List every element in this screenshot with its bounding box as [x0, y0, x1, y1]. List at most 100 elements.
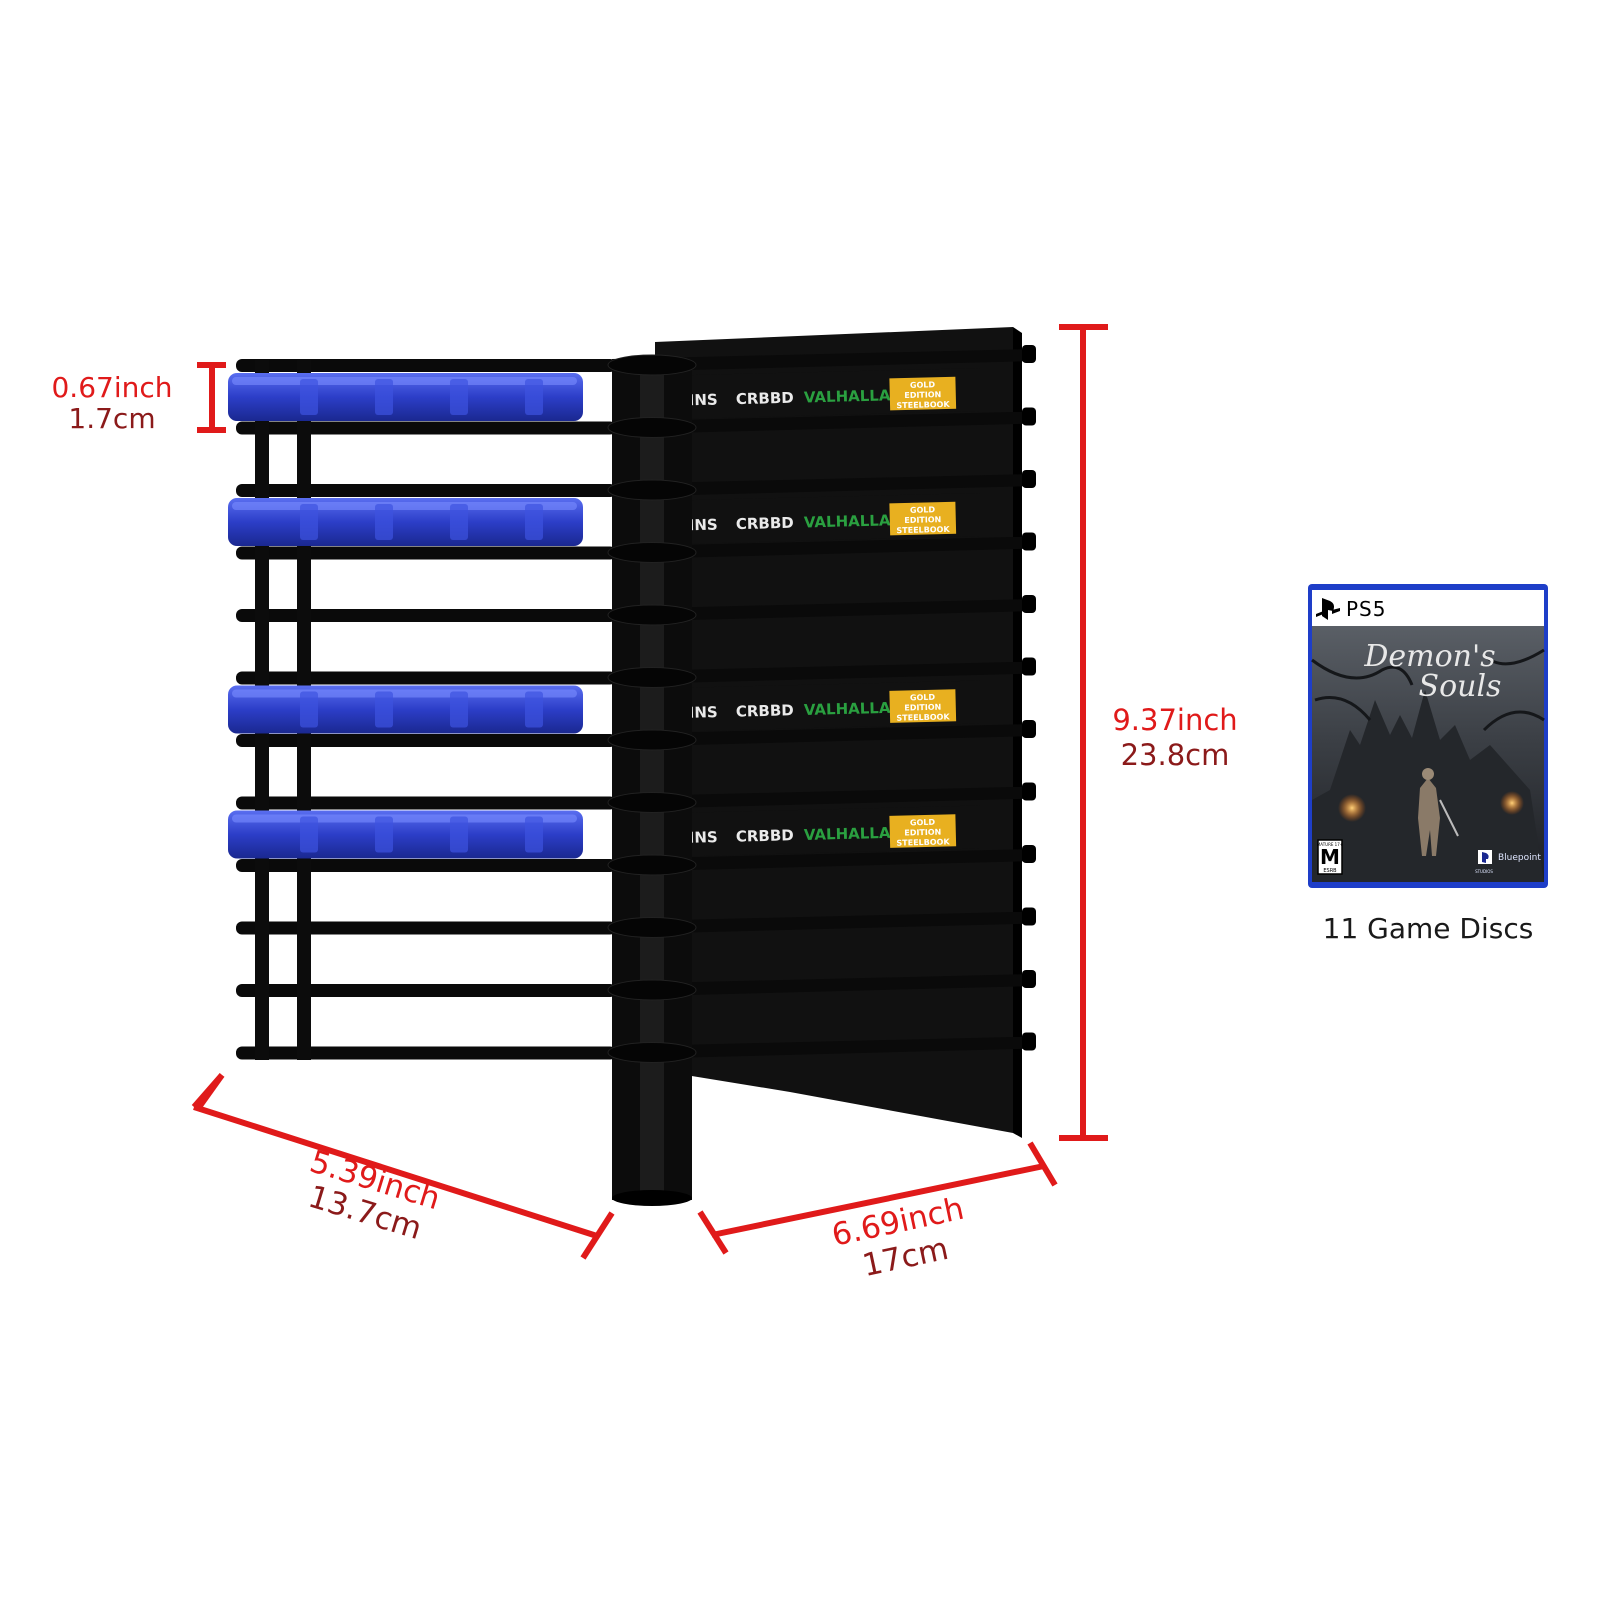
spine-text-d: VALHALLA — [804, 386, 891, 406]
spine-badge — [889, 814, 957, 848]
rack-shelf-tip — [1022, 970, 1036, 988]
slot-height-inch-label: 0.67inch — [51, 371, 172, 404]
case-clip — [450, 691, 468, 728]
case-clip — [525, 691, 543, 728]
rack-shelf-tip — [1022, 595, 1036, 613]
game-case: ASSSINSCRBBDVALHALLAGOLDEDITIONSTEELBOOK — [228, 805, 980, 859]
cover-title-line1: Demon's — [1363, 639, 1495, 674]
height-cm-label: 23.8cm — [1121, 738, 1230, 772]
studio-sub-label: STUDIOS — [1475, 869, 1493, 874]
column-ring — [607, 792, 697, 813]
game-case: ASSSINSCRBBDVALHALLAGOLDEDITIONSTEELBOOK — [228, 368, 980, 421]
case-clip — [375, 816, 393, 853]
spine-text-d: VALHALLA — [804, 824, 891, 844]
rack-shelf-left — [236, 921, 616, 935]
rack-shelf-right — [612, 349, 1035, 372]
rack-shelf-left — [236, 421, 616, 435]
game-cases: ASSSINSCRBBDVALHALLAGOLDEDITIONSTEELBOOK… — [228, 368, 980, 859]
spine-badge — [889, 689, 957, 723]
spine-badge-text: STEELBOOK — [896, 525, 950, 535]
rack-column-rings — [607, 354, 697, 1063]
dimension-line — [697, 1210, 729, 1255]
case-clip — [450, 379, 468, 415]
case-clip — [525, 504, 543, 540]
case-clip — [450, 504, 468, 540]
rack-shelf-tip — [1022, 470, 1036, 488]
column-ring — [607, 667, 697, 688]
rack-shelf-right — [612, 786, 1035, 810]
spine-badge-text: GOLD — [910, 818, 936, 828]
rack-shelf-left — [236, 546, 616, 560]
case-clip — [525, 816, 543, 853]
game-cover: PS5 Demon's Souls M MATURE 17+ ESRB Blue… — [1308, 584, 1548, 888]
case-clip — [300, 691, 318, 728]
cover-title-line2: Souls — [1419, 669, 1502, 704]
case-clip — [525, 379, 543, 415]
spine-badge-text: EDITION — [904, 515, 941, 525]
dimension-line — [194, 1073, 225, 1112]
rack-shelf-left — [236, 484, 616, 497]
column-ring — [607, 417, 697, 438]
torch-fire-right — [1500, 791, 1524, 815]
cover-header — [1312, 590, 1544, 626]
rack-shelf-tip — [1022, 720, 1036, 738]
spine-text-c: CRBBD — [736, 389, 794, 408]
column-ring — [607, 729, 697, 751]
esrb-rating-label: MATURE 17+ — [1317, 842, 1343, 847]
dimension-total-height: 9.37inch 23.8cm — [1059, 324, 1238, 1141]
rack-shelf-right — [612, 536, 1035, 560]
case-clip — [375, 504, 393, 540]
rack-shelf-tip — [1022, 845, 1036, 863]
spine-badge — [889, 501, 957, 536]
rack-shelf-right — [612, 661, 1035, 685]
column-ring — [607, 854, 697, 876]
rack-shelf-right — [612, 599, 1035, 622]
rack-shelf-tip — [1022, 407, 1036, 426]
case-clip — [300, 504, 318, 540]
dimension-line — [1027, 1141, 1058, 1187]
rack-shelf-tip — [1022, 345, 1036, 363]
rack-shelf-right — [612, 411, 1035, 435]
game-case: ASSSINSCRBBDVALHALLAGOLDEDITIONSTEELBOOK — [228, 680, 980, 734]
rack-shelf-tip — [1022, 782, 1036, 801]
dimension-line — [580, 1211, 615, 1260]
dimension-depth: 6.69inch 17cm — [697, 1141, 1058, 1284]
rack-shelf-right — [612, 974, 1035, 997]
column-ring — [607, 479, 697, 501]
rack-shelf-right — [612, 911, 1035, 935]
esrb-rating-letter: M — [1320, 845, 1340, 869]
sony-logo-icon — [1478, 850, 1492, 864]
rack-shelf-right — [612, 474, 1035, 497]
rack-shelf-left — [236, 671, 616, 685]
knight-figure — [1418, 768, 1459, 856]
spine-badge-text: STEELBOOK — [896, 837, 950, 847]
case-highlight — [232, 377, 577, 385]
case-clip — [375, 691, 393, 728]
rack-shelves — [236, 345, 1036, 1060]
case-clip — [300, 379, 318, 415]
dimension-line — [193, 1104, 598, 1239]
column-ring — [607, 917, 697, 938]
column-ring — [607, 354, 697, 376]
torch-fire-left — [1338, 794, 1366, 822]
spine-badge-text: EDITION — [904, 703, 941, 713]
spine-badge-text: STEELBOOK — [896, 712, 950, 722]
rack-shelf-right — [612, 849, 1035, 872]
case-spine — [612, 368, 980, 421]
rack-shelf-left — [236, 984, 616, 997]
rack-shelf-tip — [1022, 657, 1036, 676]
rack-shelf-left — [236, 359, 616, 372]
platform-label: PS5 — [1346, 597, 1386, 621]
spine-text-c: CRBBD — [736, 701, 794, 720]
rack-shelf-left — [236, 1046, 616, 1060]
case-spine-text: ASSSINSCRBBDVALHALLAGOLDEDITIONSTEELBOOK — [618, 689, 957, 723]
case-highlight — [232, 502, 577, 510]
rack-shelf-right — [612, 724, 1035, 747]
case-clip — [300, 816, 318, 853]
case-spine — [612, 680, 980, 734]
spine-badge — [889, 376, 957, 411]
case-clip — [450, 816, 468, 853]
rack: ASSSINSCRBBDVALHALLAGOLDEDITIONSTEELBOOK… — [228, 327, 1036, 1206]
studio-label: Bluepoint — [1498, 853, 1541, 863]
